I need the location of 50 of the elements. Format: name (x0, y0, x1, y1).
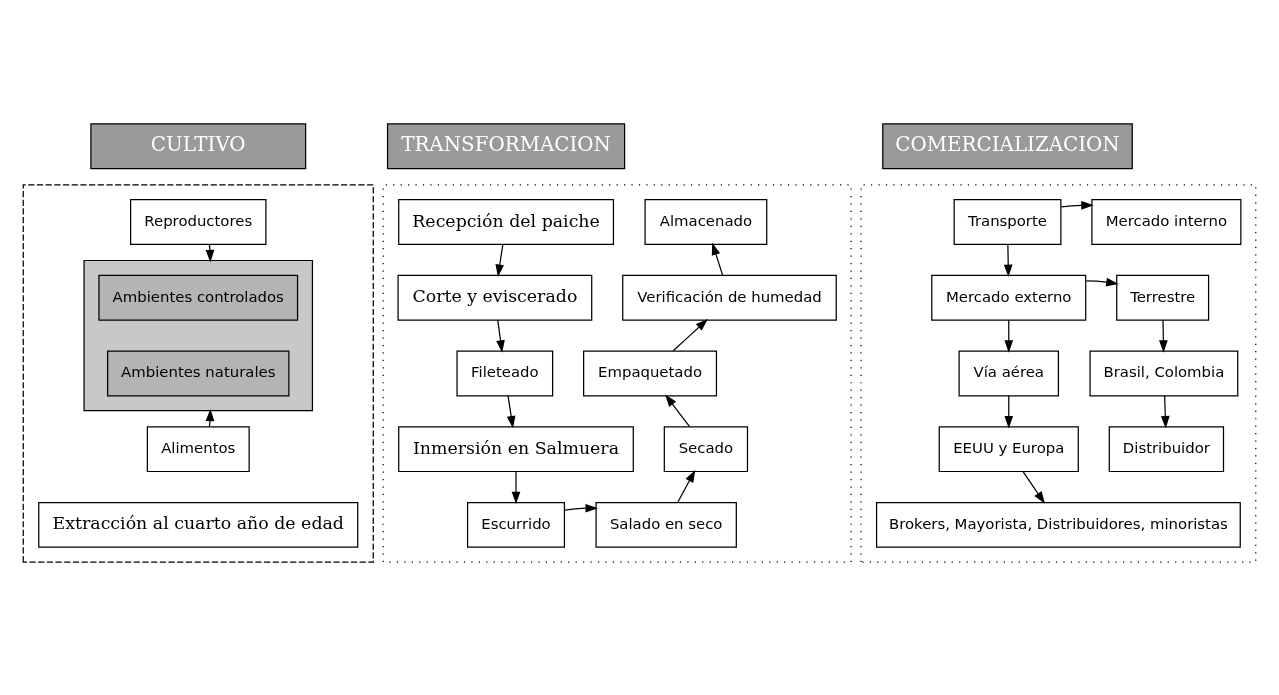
arrow (495, 243, 505, 277)
arrow (1160, 394, 1170, 428)
node-box: Ambientes naturales (107, 350, 290, 396)
node-box: Terrestre (1116, 274, 1210, 321)
arrow (1085, 277, 1119, 286)
arrow (1004, 319, 1014, 353)
node-box: Vía aérea (958, 350, 1059, 396)
node-box: Escurrido (466, 501, 566, 548)
node-box: Salado en seco (595, 501, 737, 548)
node-box: Inmersión en Salmuera (398, 425, 634, 472)
node-box: Alimentos (146, 425, 250, 472)
arrow (665, 393, 691, 427)
node-box: CULTIVO (90, 122, 307, 169)
cluster (382, 183, 852, 563)
node-box: Brasil, Colombia (1089, 350, 1239, 396)
arrow (677, 469, 696, 503)
arrow (1003, 243, 1013, 277)
node-box: Transporte (953, 198, 1062, 245)
arrow (506, 394, 516, 428)
node-box: Ambientes controlados (98, 274, 299, 321)
node-box: TRANSFORMACION (386, 122, 626, 169)
node-box: Brokers, Mayorista, Distribuidores, minoristas (875, 501, 1241, 548)
node-box: Almacenado (644, 198, 768, 245)
node-box: Corte y eviscerado (397, 274, 593, 321)
node-box: Secado (663, 425, 749, 472)
cluster (22, 183, 374, 563)
node-box: Mercado externo (931, 274, 1087, 321)
node-box: Reproductores (130, 198, 267, 245)
node-box: COMERCIALIZACION (882, 122, 1133, 169)
node-box: Empaquetado (583, 350, 718, 396)
arrow (1159, 319, 1168, 353)
arrow (496, 319, 505, 353)
node-box: Recepción del paiche (398, 198, 615, 245)
arrow (564, 503, 598, 513)
cluster (860, 183, 1257, 563)
arrow (511, 470, 521, 504)
cluster (83, 259, 314, 411)
arrow (205, 243, 215, 262)
node-box: EEUU y Europa (938, 425, 1079, 472)
node-box: Mercado interno (1091, 198, 1242, 245)
arrow (1022, 470, 1045, 504)
arrow (711, 242, 724, 276)
node-box: Extracción al cuarto año de edad (38, 501, 359, 548)
arrow (672, 318, 708, 351)
arrow (1060, 200, 1094, 210)
arrow (205, 408, 215, 427)
node-box: Distribuidor (1108, 425, 1225, 472)
arrow (1004, 394, 1014, 428)
node-box: Fileteado (456, 350, 554, 396)
node-box: Verificación de humedad (622, 274, 837, 321)
